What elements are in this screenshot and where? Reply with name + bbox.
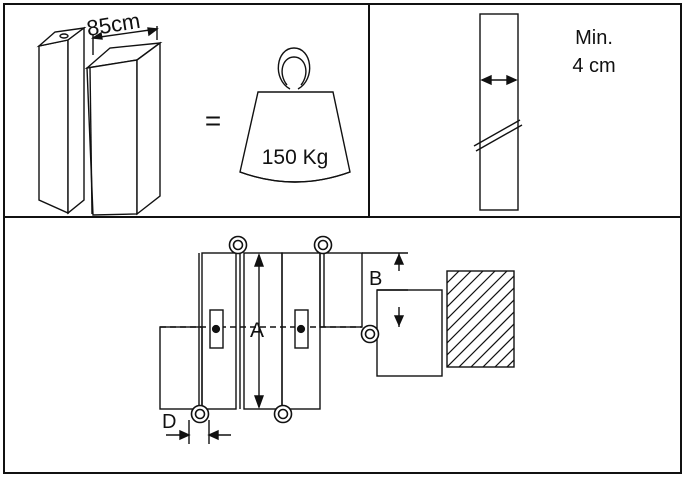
frame-borders — [3, 3, 682, 474]
handle-slots — [209, 309, 309, 349]
panel-thickness: Min. 4 cm — [473, 13, 616, 211]
break-marks — [473, 119, 523, 152]
min-label: Min. — [575, 27, 613, 49]
equals-sign: = — [205, 105, 221, 136]
weight-icon — [239, 47, 351, 183]
door-leaves — [159, 252, 443, 410]
label-a: A — [250, 319, 264, 342]
thickness-dimension — [480, 74, 518, 86]
door-width-label: 85cm — [85, 8, 142, 41]
weight-label: 150 Kg — [262, 146, 329, 169]
wall-hatching — [446, 270, 515, 368]
thickness-bar — [479, 13, 519, 211]
door-drawing — [36, 26, 163, 216]
thickness-value-label: 4 cm — [572, 55, 615, 77]
dimension-b — [362, 252, 408, 327]
label-d: D — [162, 411, 176, 433]
panel-door-weight: 85cm = 150 Kg — [36, 8, 351, 216]
dimension-d — [166, 420, 231, 444]
label-b: B — [369, 268, 382, 290]
dimension-a — [254, 252, 264, 410]
hinge-pins — [190, 235, 380, 424]
panel-hinges: A B D — [159, 235, 515, 444]
